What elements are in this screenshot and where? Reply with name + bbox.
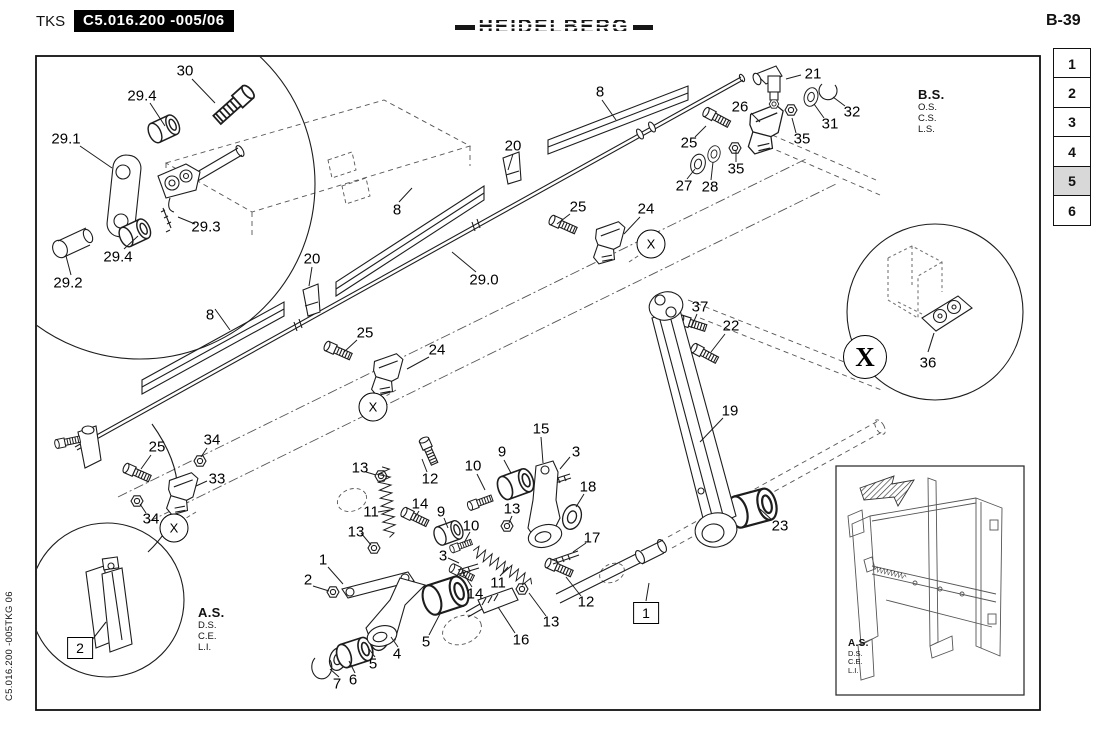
side-code-line: C.E. — [198, 630, 217, 642]
page-index-tab-4: 4 — [1053, 136, 1091, 168]
side-code-line: D.S. — [848, 648, 863, 658]
logo-left-bar-icon — [455, 25, 476, 30]
side-code-line: L.I. — [848, 665, 859, 675]
side-code-line: A.S. — [848, 638, 869, 649]
side-code-line: A.S. — [198, 605, 225, 620]
side-code-block-as: A.S. D.S. C.E. L.I. — [198, 605, 225, 654]
page-index-tab-5: 5 — [1053, 165, 1091, 197]
page-code: B-39 — [1046, 12, 1081, 29]
side-code-line: B.S. — [918, 87, 945, 102]
inset-side-code-block: A.S. D.S. C.E. L.I. — [848, 638, 869, 675]
side-code-block-bs: B.S. O.S. C.S. L.S. — [918, 87, 945, 136]
heidelberg-logo: HEIDELBERG — [0, 16, 1108, 39]
doc-type-label: TKS — [36, 13, 66, 30]
part-number-badge: C5.016.200 -005/06 — [74, 10, 234, 32]
page-index-tab-3: 3 — [1053, 106, 1091, 138]
side-code-line: C.E. — [848, 657, 863, 667]
side-code-line: C.S. — [918, 112, 937, 124]
side-code-line: O.S. — [918, 101, 938, 113]
side-code-line: L.S. — [918, 123, 935, 135]
side-code-line: L.I. — [198, 641, 212, 653]
logo-right-bar-icon — [632, 25, 653, 30]
side-code-line: D.S. — [198, 619, 217, 631]
page-index-tab-6: 6 — [1053, 195, 1091, 227]
